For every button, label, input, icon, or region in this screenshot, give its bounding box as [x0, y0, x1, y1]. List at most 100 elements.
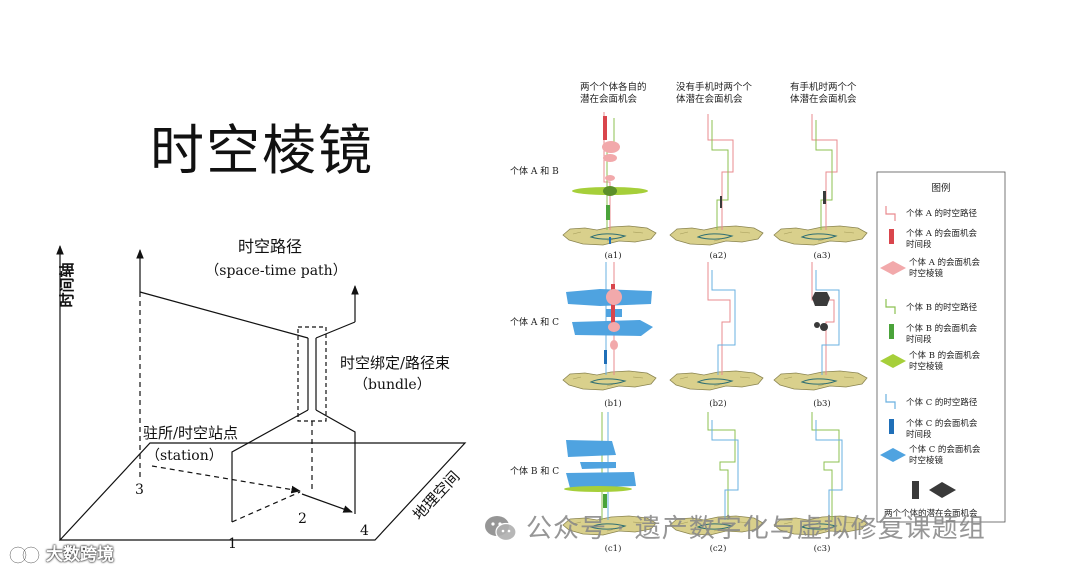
individual-a-meeting-time [611, 284, 615, 328]
panel-c1 [562, 412, 657, 536]
legend-item-label: 两个个体的潜在会面机会 [884, 508, 978, 519]
prism-diamond-icon [880, 261, 906, 275]
column-header-1-line-1: 两个个体各自的 [580, 81, 647, 93]
logo-text: 大数跨境 [46, 544, 114, 565]
individual-c-prism [566, 472, 636, 488]
row-label-bc: 个体 B 和 C [510, 465, 559, 477]
path-2-exit [315, 409, 356, 514]
panel-b2 [669, 262, 764, 391]
legend-item-label: 个体 A 的时空路径 [906, 208, 978, 219]
bundle-box [297, 326, 327, 422]
legend-item-label: 个体 B 的会面机会 [909, 350, 981, 361]
watermark: 公众号 · 遗产数字化与虚拟修复课题组 [484, 514, 986, 544]
individual-a-path [811, 262, 835, 375]
point-label-2: 2 [298, 511, 307, 527]
panel-label-b1: (b1) [604, 398, 621, 409]
path-1-segment [139, 291, 309, 339]
prism-diamond-icon [880, 354, 906, 368]
panel-label-c3: (c3) [814, 543, 831, 554]
slide-title: 时空棱镜 [150, 119, 374, 182]
station-label-en: （station） [146, 448, 223, 464]
legend-item-label: 时间段 [906, 239, 932, 250]
panel-label-a2: (a2) [709, 250, 726, 261]
individual-a-prism [602, 141, 620, 153]
individual-c-prism [580, 462, 616, 469]
station-projection-arrow [151, 465, 301, 494]
time-bar-icon [889, 229, 894, 244]
legend-item-label: 个体 C 的会面机会 [906, 418, 978, 429]
panel-c2 [669, 412, 764, 536]
individual-a-prism [603, 154, 617, 162]
individual-b-prism [564, 486, 632, 492]
individual-a-path [707, 114, 734, 230]
wechat-icon [484, 514, 518, 544]
individual-a-path [707, 262, 731, 375]
brand-logo: 大数跨境 [8, 544, 114, 566]
point-label-4: 4 [360, 523, 369, 539]
individual-b-path [815, 120, 833, 230]
row-label-ac: 个体 A 和 C [510, 316, 559, 328]
column-header-2-line-2: 体潜在会面机会 [676, 93, 743, 105]
column-header-3-line-2: 体潜在会面机会 [790, 93, 857, 105]
path-line-icon [885, 206, 896, 221]
time-bar-icon [889, 324, 894, 339]
individual-c-path [815, 420, 843, 520]
panel-label-b3: (b3) [813, 398, 830, 409]
path-1-exit [231, 409, 309, 522]
shared-prism [820, 323, 828, 331]
column-header-1-line-2: 潜在会面机会 [580, 93, 638, 105]
time-bar-icon [889, 419, 894, 434]
time-geography-diagram [56, 245, 467, 541]
prism-core [603, 186, 617, 196]
ground-marker [609, 237, 611, 244]
column-header-3-line-1: 有手机时两个个 [790, 81, 857, 93]
individual-a-meeting-time [603, 116, 607, 140]
path-label: 时空路径 [238, 237, 302, 256]
diagram-labels: 时间轴 地理空间 时空路径 （space-time path） 时空绑定/路径束… [58, 237, 463, 552]
panel-b3 [773, 262, 868, 391]
legend-item-label: 时空棱镜 [909, 268, 944, 279]
panel-label-a1: (a1) [604, 250, 621, 261]
individual-c-prism [566, 440, 616, 457]
individual-b-meeting-time [603, 494, 607, 508]
bundle-label-en: （bundle） [354, 377, 431, 393]
time-axis-label: 时间轴 [58, 262, 76, 307]
panel-labels: (a1) (a2) (a3) (b1) (b2) (b3) (c1) (c2) … [604, 250, 830, 554]
shared-meeting-time [823, 191, 826, 204]
shared-prism [814, 322, 820, 328]
legend-item-label: 个体 B 的时空路径 [906, 302, 978, 313]
legend-item-label: 个体 B 的会面机会 [906, 323, 978, 334]
basemap [669, 370, 764, 391]
legend-item-label: 时空棱镜 [909, 361, 944, 372]
column-headers: 两个个体各自的 潜在会面机会 没有手机时两个个 体潜在会面机会 有手机时两个个 … [580, 81, 857, 105]
legend-title: 图例 [931, 182, 950, 194]
legend-item-label: 时间段 [906, 334, 932, 345]
individual-b-meeting-time [606, 205, 610, 220]
legend-item-label: 个体 C 的会面机会 [909, 444, 981, 455]
path-label-en: （space-time path） [205, 263, 346, 279]
individual-a-path [811, 114, 838, 230]
path-line-icon [885, 394, 896, 409]
shared-bar-icon [912, 481, 919, 499]
individual-a-prism [610, 340, 618, 350]
path-2-segment [315, 321, 356, 339]
ground-plane [58, 442, 467, 541]
point-label-1: 1 [228, 536, 237, 552]
panel-c3 [773, 412, 868, 536]
individual-c-meeting-time [604, 350, 607, 364]
legend-item-label: 时空棱镜 [909, 455, 944, 466]
ground-track-arrow [301, 493, 353, 513]
legend: 图例 个体 A 的时空路径 个体 A 的会面机会 时间段 个体 A 的会面机会 [876, 171, 1006, 523]
legend-item-label: 时间段 [906, 429, 932, 440]
row-labels: 个体 A 和 B 个体 A 和 C 个体 B 和 C [510, 165, 559, 477]
individual-c-path [815, 270, 840, 375]
legend-labels: 个体 A 的时空路径 个体 A 的会面机会 时间段 个体 A 的会面机会 时空棱… [884, 208, 981, 519]
panel-b1 [562, 262, 657, 391]
panel-label-c1: (c1) [605, 543, 622, 554]
basemap [773, 370, 868, 391]
basemap [562, 370, 657, 391]
legend-item-label: 个体 C 的时空路径 [906, 397, 978, 408]
point-label-3: 3 [135, 482, 144, 498]
column-header-2-line-1: 没有手机时两个个 [676, 81, 753, 93]
